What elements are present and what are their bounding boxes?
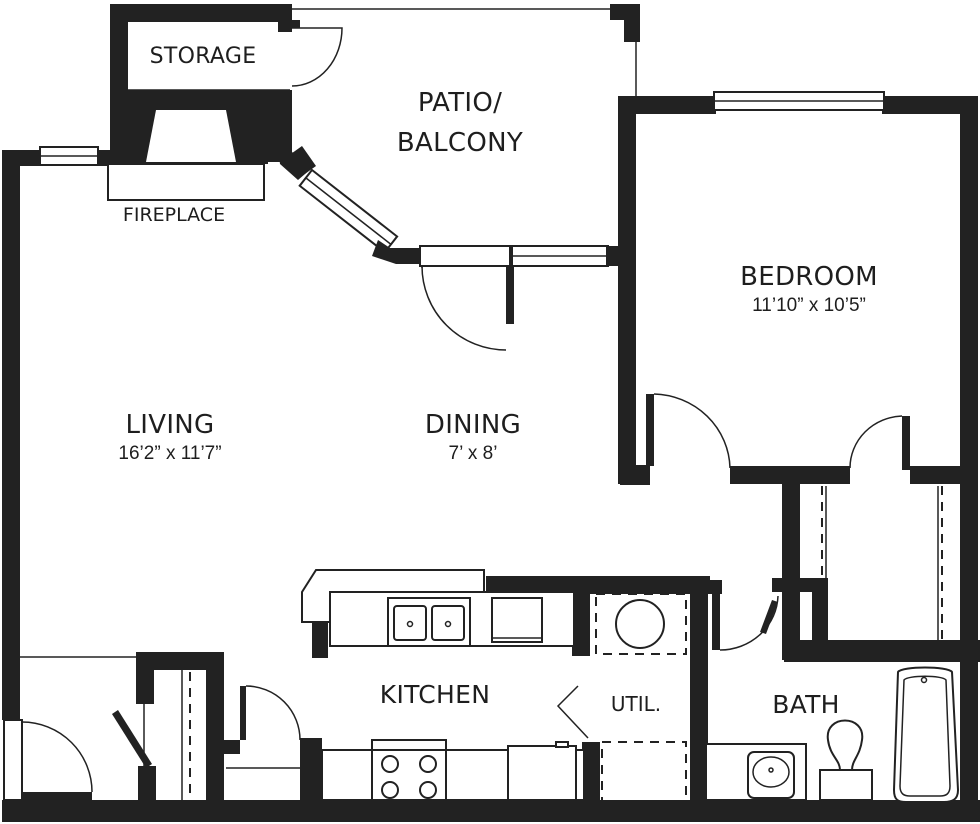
bath-label: BATH [772,690,840,719]
water-heater-space [595,593,687,655]
dishwasher [491,597,543,643]
washer-dryer-space [601,741,687,803]
closet-bifold-door[interactable] [112,710,152,768]
kitchen-label: KITCHEN [379,680,491,709]
patio-label-line1: PATIO/ [417,88,503,118]
bedroom-name: BEDROOM [740,262,878,292]
living-name: LIVING [125,410,215,440]
patio-door[interactable] [421,265,507,351]
fireplace-label: FIREPLACE [122,204,226,226]
patio-label-line2: BALCONY [396,128,524,158]
bathtub [892,666,960,803]
bedroom-door[interactable] [653,393,731,469]
entry-walls [2,640,322,802]
toilet [826,719,864,771]
living-label: LIVING 16’2” x 11’7” [80,412,260,463]
util-opening [556,685,589,739]
entry-door[interactable] [21,721,93,793]
bedroom-label: BEDROOM 11’10” x 10’5” [704,264,914,315]
living-dimensions: 16’2” x 11’7” [118,443,222,464]
entry-door-frame [3,719,23,801]
bath-sink [747,751,795,799]
toilet-tank [819,769,873,801]
dining-name: DINING [424,410,522,440]
refrigerator [507,745,577,801]
dining-label: DINING 7’ x 8’ [388,412,558,463]
water-heater [615,599,665,649]
kitchen-walls [300,576,710,806]
bath-door[interactable] [719,595,779,651]
fireplace-hearth [107,163,265,201]
pantry-door[interactable] [245,685,301,741]
sliding-door[interactable] [419,245,511,267]
bedroom-walls [618,91,978,485]
storage-label: STORAGE [149,44,257,69]
dining-dimensions: 7’ x 8’ [448,443,498,464]
utility-label: UTIL. [610,692,662,716]
storage-door[interactable] [291,27,343,87]
closet-door[interactable] [849,415,903,469]
bedroom-dimensions: 11’10” x 10’5” [752,295,866,316]
